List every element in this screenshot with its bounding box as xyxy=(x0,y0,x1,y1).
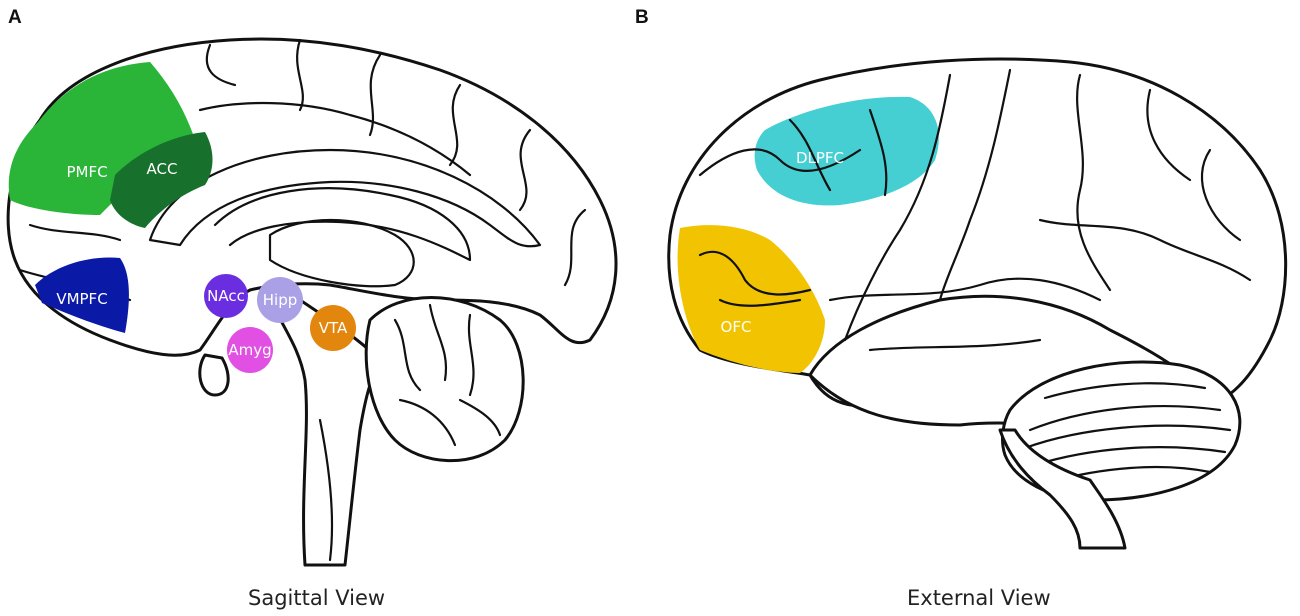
cerebellum-fold xyxy=(1023,424,1232,450)
sulcus-line xyxy=(718,298,802,307)
vmpfc-label: VMPFC xyxy=(56,290,107,308)
cerebellum-fold xyxy=(398,398,457,447)
cerebellum-fold xyxy=(428,303,448,382)
pmfc-label: PMFC xyxy=(66,163,107,181)
postcentral-sulcus xyxy=(938,68,1012,302)
external-brain: DLPFC OFC xyxy=(667,57,1288,550)
acc-label: ACC xyxy=(147,160,178,178)
acc-region xyxy=(110,132,213,228)
vmpfc-region xyxy=(35,257,129,333)
sulcus-line xyxy=(868,338,1042,352)
cerebellum-fold xyxy=(1043,382,1207,400)
sulcus-line xyxy=(368,53,382,137)
hipp-node xyxy=(257,277,303,323)
sulcus-line xyxy=(1200,148,1242,242)
corpus-callosum xyxy=(148,148,542,248)
sulcus-line xyxy=(563,208,587,287)
cerebellum-fold xyxy=(1028,404,1222,432)
lateral-sulcus xyxy=(828,277,1102,302)
pituitary xyxy=(198,353,230,397)
sulcus-line xyxy=(698,148,862,177)
amyg-label: Amyg xyxy=(228,341,271,359)
cerebellum-fold xyxy=(458,398,502,437)
external-brainstem xyxy=(998,428,1127,550)
sulcus-line xyxy=(1076,73,1112,292)
sulcus-line xyxy=(296,38,304,112)
nacc-node xyxy=(204,274,248,318)
ofc-label: OFC xyxy=(721,318,752,336)
thalamus-outline xyxy=(268,218,415,288)
dlpfc-label: DLPFC xyxy=(796,149,844,167)
nacc-label: NAcc xyxy=(207,287,245,305)
sulcus-line xyxy=(698,250,812,296)
central-sulcus xyxy=(843,73,952,342)
pmfc-region xyxy=(8,62,195,215)
external-view-caption: External View xyxy=(907,586,1051,610)
cerebellum-fold xyxy=(467,313,475,397)
sulcus-line xyxy=(518,128,532,212)
dlpfc-region xyxy=(754,96,939,206)
amyg-node xyxy=(227,327,273,373)
panel-a-letter: A xyxy=(8,7,22,28)
sulcus-line xyxy=(868,108,888,197)
ofc-region xyxy=(677,225,825,373)
sagittal-brain: PMFC ACC VMPFC NAcc Hipp Amyg VTA xyxy=(6,37,618,567)
sulcus-line xyxy=(788,118,832,192)
sulcus-line xyxy=(28,223,122,242)
sulcus-line xyxy=(1146,88,1192,182)
brainstem-line xyxy=(318,418,334,562)
cerebellum-fold xyxy=(393,318,422,392)
sulcus-line xyxy=(448,83,462,167)
cerebellum-fold xyxy=(1033,446,1227,467)
vta-label: VTA xyxy=(319,319,348,337)
hipp-label: Hipp xyxy=(263,291,298,309)
sulcus-line xyxy=(1038,218,1252,282)
external-cerebellum xyxy=(1001,360,1242,502)
sagittal-view-caption: Sagittal View xyxy=(248,586,386,610)
vta-node xyxy=(310,305,356,351)
panel-b-letter: B xyxy=(635,7,649,28)
sulcus-line xyxy=(205,43,237,87)
cingulate-sulcus xyxy=(198,101,472,177)
